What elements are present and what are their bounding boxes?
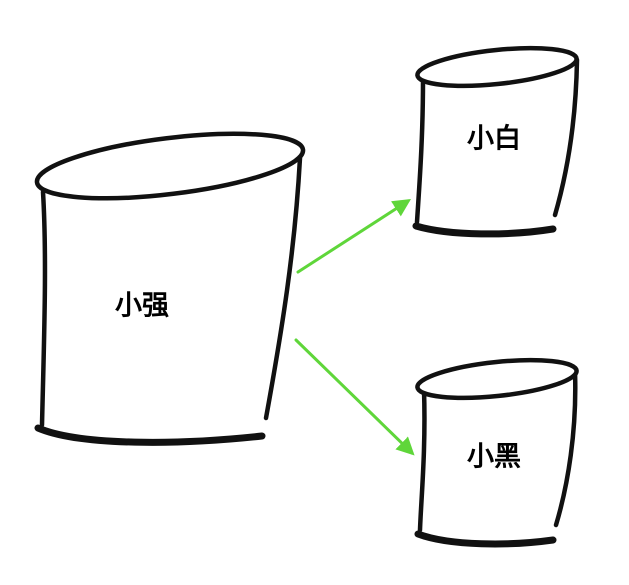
bucket-bottom-base xyxy=(414,530,557,548)
arrow-to-top-bucket xyxy=(296,199,412,274)
bucket-top-left-side xyxy=(414,77,426,225)
bucket-source: 小强 xyxy=(34,131,306,446)
bucket-target-top: 小白 xyxy=(412,45,580,238)
bucket-source-left-side xyxy=(39,189,48,428)
bucket-bottom-right-side xyxy=(553,369,578,528)
bucket-source-right-side xyxy=(263,155,303,421)
bucket-top-label: 小白 xyxy=(467,123,521,155)
bucket-bottom-label: 小黑 xyxy=(467,442,521,473)
bucket-source-base xyxy=(34,424,266,446)
bucket-bottom-rim xyxy=(415,357,579,401)
bucket-top-rim xyxy=(415,45,579,89)
bucket-target-bottom: 小黑 xyxy=(414,357,579,548)
bucket-top-base xyxy=(412,222,557,238)
bucket-source-label: 小强 xyxy=(115,291,169,322)
arrow-to-bottom-bucket xyxy=(294,338,415,456)
bucket-source-rim xyxy=(34,131,306,201)
bucket-top-right-side xyxy=(552,57,580,218)
bucket-bottom-left-side xyxy=(417,387,427,533)
